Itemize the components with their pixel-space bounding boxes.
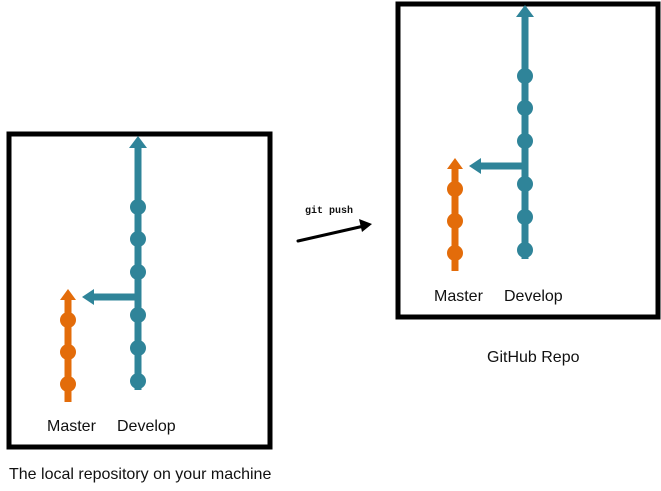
remote-master-commit-2 bbox=[447, 213, 463, 229]
local-develop-commit-2 bbox=[130, 231, 146, 247]
local-master-label: Master bbox=[47, 418, 96, 435]
remote-develop-commit-4 bbox=[517, 176, 533, 192]
local-develop-commit-6 bbox=[130, 373, 146, 389]
remote-master-commit-3 bbox=[447, 245, 463, 261]
local-master-arrowhead bbox=[60, 289, 76, 300]
remote-master-arrowhead bbox=[447, 158, 463, 169]
local-develop-commit-4 bbox=[130, 307, 146, 323]
local-master-commit-1 bbox=[60, 312, 76, 328]
local-develop-commit-5 bbox=[130, 340, 146, 356]
local-repo-caption: The local repository on your machine bbox=[9, 466, 272, 483]
local-develop-commit-3 bbox=[130, 264, 146, 280]
remote-develop-commit-5 bbox=[517, 209, 533, 225]
remote-develop-commit-2 bbox=[517, 100, 533, 116]
remote-develop-commit-3 bbox=[517, 133, 533, 149]
remote-master-label: Master bbox=[434, 288, 483, 305]
local-develop-arrowhead bbox=[129, 136, 147, 148]
remote-develop-commit-6 bbox=[517, 242, 533, 258]
push-arrow bbox=[296, 219, 372, 243]
local-branch-arrowhead bbox=[82, 289, 94, 305]
remote-master-commit-1 bbox=[447, 181, 463, 197]
local-develop-commit-1 bbox=[130, 199, 146, 215]
local-branch-graph bbox=[60, 136, 147, 402]
local-master-commit-3 bbox=[60, 376, 76, 392]
git-push-label: git push bbox=[305, 206, 354, 217]
remote-develop-arrowhead bbox=[516, 5, 534, 17]
remote-repo-caption: GitHub Repo bbox=[487, 349, 580, 366]
remote-develop-label: Develop bbox=[504, 288, 563, 305]
local-master-commit-2 bbox=[60, 344, 76, 360]
remote-branch-arrowhead bbox=[469, 158, 481, 174]
local-develop-label: Develop bbox=[117, 418, 176, 435]
remote-develop-commit-1 bbox=[517, 68, 533, 84]
local-repo-frame bbox=[6, 131, 273, 450]
remote-repo-frame bbox=[395, 1, 661, 320]
remote-branch-graph bbox=[447, 5, 534, 271]
